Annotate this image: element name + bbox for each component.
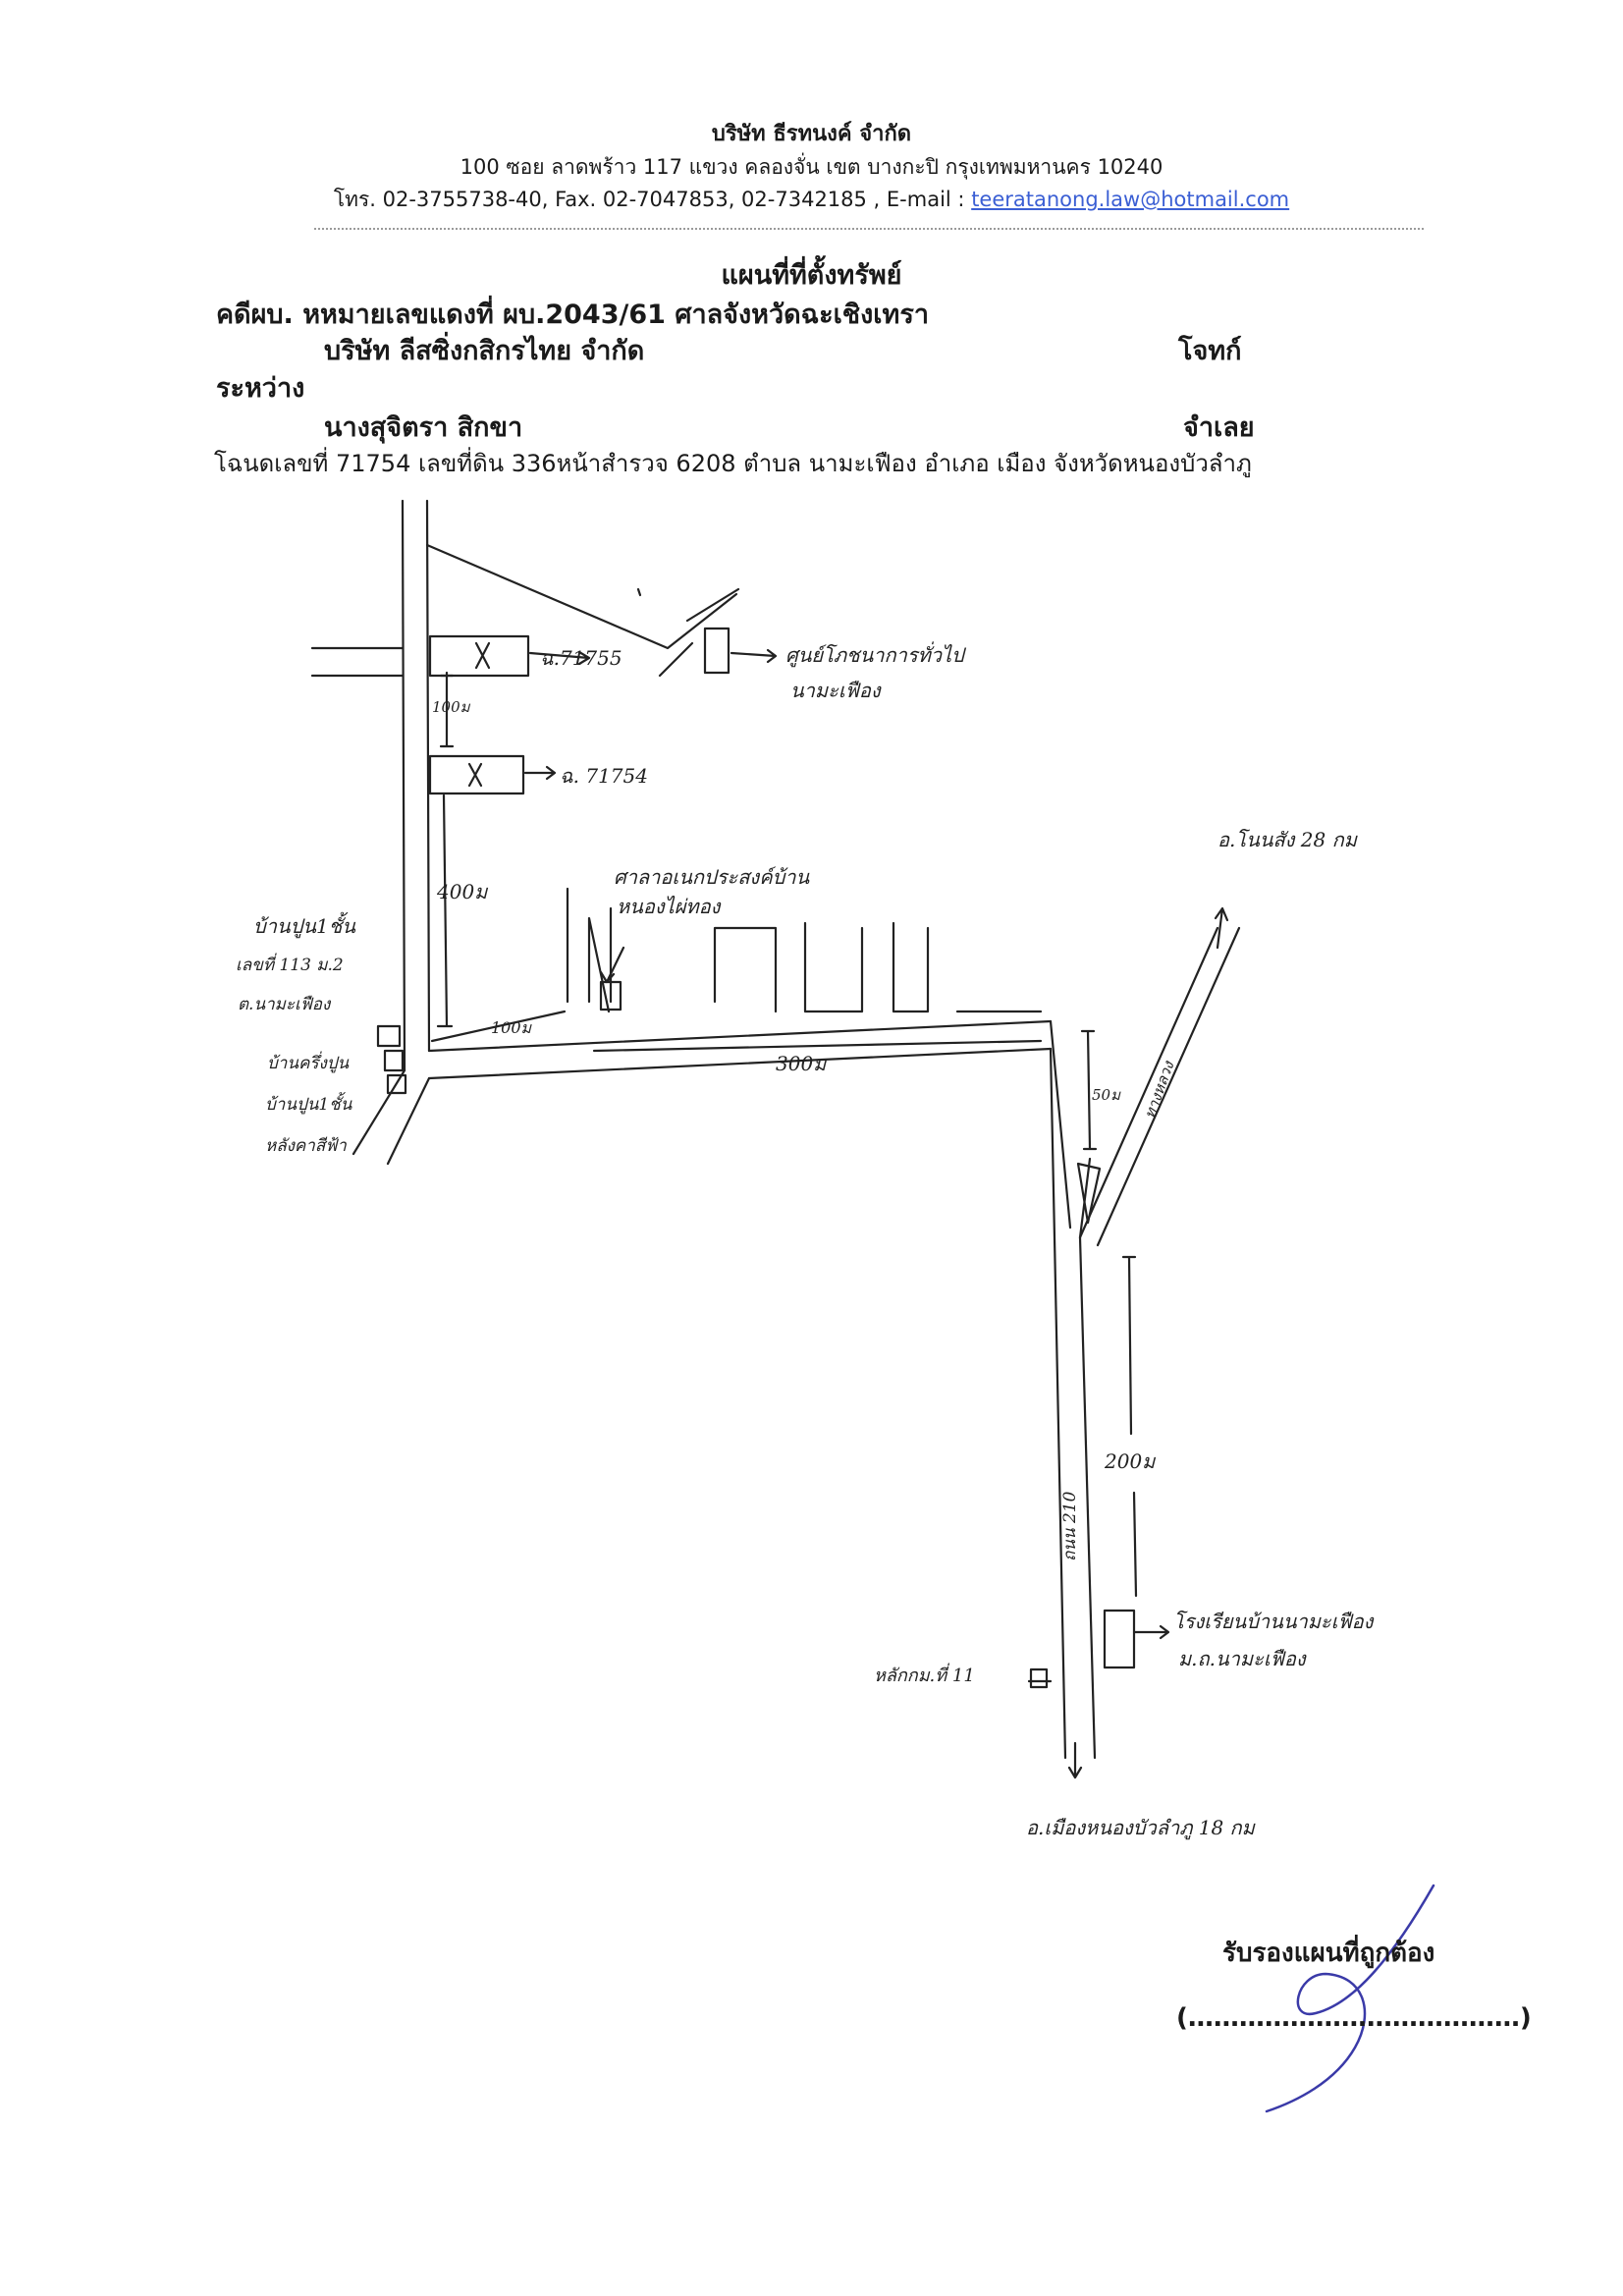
label-dist-400: 400ม bbox=[436, 880, 489, 903]
plot-2-rect bbox=[428, 754, 525, 795]
between-label: ระหว่าง bbox=[216, 373, 305, 404]
contact-numbers: โทร. 02-3755738-40, Fax. 02-7047853, 02-… bbox=[333, 188, 972, 211]
defendant-role: จำเลย bbox=[1183, 412, 1255, 443]
label-village-hall-2: หนองไผ่ทอง bbox=[617, 895, 722, 918]
road-highway-east bbox=[1096, 926, 1241, 1247]
label-school-2: ม.ถ.นามะเฟือง bbox=[1178, 1647, 1307, 1670]
case-line: คดีผบ. หหมายเลขแดงที่ ผบ.2043/61 ศาลจังห… bbox=[216, 300, 929, 330]
road-main-west bbox=[1049, 1047, 1067, 1760]
plaintiff-role: โจทก์ bbox=[1178, 336, 1242, 366]
road-diagonal-left bbox=[352, 1068, 431, 1166]
label-dist-100-b: 100ม bbox=[491, 1018, 533, 1037]
label-house-left-5: บ้านปูน1ชั้น bbox=[265, 1091, 352, 1115]
label-school-1: โรงเรียนบ้านนามะเฟือง bbox=[1173, 1610, 1375, 1633]
road-horizontal-bottom bbox=[427, 1047, 1053, 1080]
label-house-left-6: หลังคาสีฟ้า bbox=[265, 1136, 347, 1156]
label-to-nonsang: อ.โนนสัง 28 กม bbox=[1217, 828, 1359, 851]
label-health-center-2: นามะเฟือง bbox=[790, 679, 882, 702]
company-name: บริษัท ธีรทนงค์ จำกัด bbox=[711, 122, 912, 146]
defendant-name: นางสุจิตรา สิกขา bbox=[324, 412, 523, 443]
label-house-left-4: บ้านครึ่งปูน bbox=[267, 1051, 350, 1073]
label-house-left-2: เลขที่ 113 ม.2 bbox=[236, 953, 344, 975]
label-village-hall-1: ศาลาอเนกประสงค์บ้าน bbox=[614, 865, 810, 889]
company-contact: โทร. 02-3755738-40, Fax. 02-7047853, 02-… bbox=[0, 184, 1623, 216]
school-rect bbox=[1103, 1609, 1136, 1669]
label-plot-2: ฉ. 71754 bbox=[560, 764, 648, 788]
signature-line: (…………………………………) bbox=[1176, 2003, 1532, 2033]
label-dist-200: 200ม bbox=[1104, 1449, 1157, 1473]
email-link[interactable]: teeratanong.law@hotmail.com bbox=[971, 188, 1290, 211]
label-house-left-1: บ้านปูน1ชั้น bbox=[253, 911, 356, 939]
label-plot-1: ฉ.71755 bbox=[540, 646, 622, 670]
document-title: แผนที่ที่ตั้งทรัพย์ bbox=[721, 260, 902, 291]
road-main-east bbox=[1078, 1235, 1097, 1760]
road-highway-west bbox=[1078, 926, 1219, 1239]
road-junction bbox=[1049, 1019, 1092, 1239]
label-km-marker: หลักกม.ที่ 11 bbox=[874, 1663, 975, 1686]
label-house-left-3: ต.นามะเฟือง bbox=[238, 995, 332, 1014]
km-marker-rect bbox=[1029, 1667, 1049, 1689]
health-center-rect bbox=[703, 627, 730, 675]
header-divider bbox=[314, 228, 1424, 230]
label-health-center-1: ศูนย์โภชนาการทั่วไป bbox=[785, 641, 967, 668]
label-dist-300: 300ม bbox=[776, 1052, 828, 1075]
road-horizontal-top bbox=[427, 1019, 1053, 1053]
label-dist-50: 50ม bbox=[1092, 1086, 1121, 1104]
deed-line: โฉนดเลขที่ 71754 เลขที่ดิน 336หน้าสำรวจ … bbox=[214, 450, 1252, 477]
label-road-main: ถนน 210 bbox=[1060, 1491, 1080, 1561]
signature-mark bbox=[1265, 1884, 1435, 2113]
plaintiff-name: บริษัท ลีสซิ่งกสิกรไทย จำกัด bbox=[324, 336, 645, 366]
road-top-left bbox=[310, 646, 405, 678]
plot-1-rect bbox=[428, 634, 530, 678]
road-left-west bbox=[401, 499, 406, 1072]
certify-label: รับรองแผนที่ถูกต้อง bbox=[1222, 1939, 1435, 1968]
label-to-city: อ.เมืองหนองบัวลำภู 18 กม bbox=[1026, 1816, 1257, 1840]
triangle-island bbox=[1076, 1162, 1102, 1225]
road-diagonal-top bbox=[425, 543, 740, 678]
label-dist-100-a: 100ม bbox=[432, 698, 471, 716]
company-address: 100 ซอย ลาดพร้าว 117 แขวง คลองจั่น เขต บ… bbox=[460, 155, 1163, 179]
road-left-east bbox=[425, 499, 431, 1053]
